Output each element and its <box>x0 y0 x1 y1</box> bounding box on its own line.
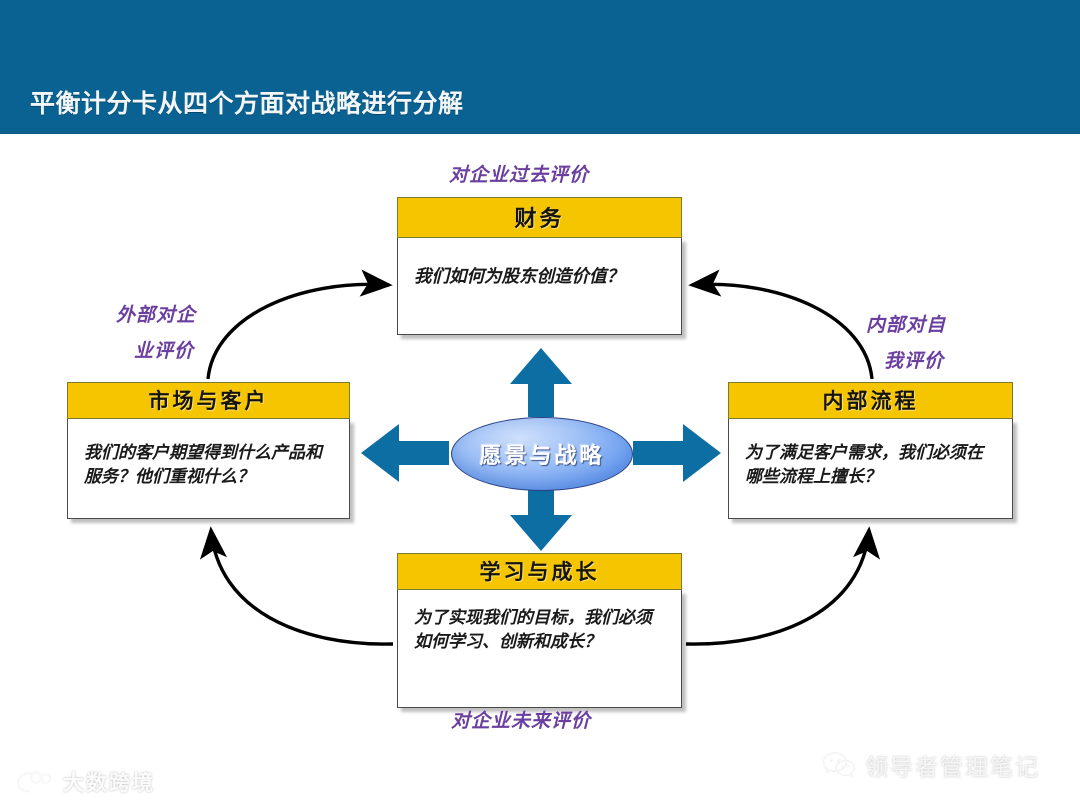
watermark-wechat-account: 领导者管理笔记 <box>822 748 1040 782</box>
perspective-title-customer: 市场与客户 <box>67 382 350 419</box>
watermark-left-text: 大数跨境 <box>63 772 155 795</box>
annotation-external-line2: 业评价 <box>134 341 195 362</box>
perspective-box-customer[interactable]: 市场与客户 我们的客户期望得到什么产品和服务？他们重视什么？ <box>67 382 350 519</box>
perspective-question-financial: 我们如何为股东创造价值？ <box>397 238 682 335</box>
perspective-title-internal-process: 内部流程 <box>728 382 1013 419</box>
annotation-future-evaluation: 对企业未来评价 <box>451 711 592 732</box>
annotation-internal-line1: 内部对自 <box>866 315 947 336</box>
perspective-box-financial[interactable]: 财务 我们如何为股东创造价值？ <box>397 197 682 335</box>
header-band <box>0 0 1080 131</box>
perspective-question-customer: 我们的客户期望得到什么产品和服务？他们重视什么？ <box>67 419 350 519</box>
header-divider <box>0 131 1080 134</box>
annotation-internal-evaluation: 内部对自 我评价 <box>866 310 946 373</box>
page-title: 平衡计分卡从四个方面对战略进行分解 <box>30 90 464 118</box>
annotation-external-evaluation: 外部对企 业评价 <box>116 300 196 363</box>
vision-strategy-label: 愿景与战略 <box>479 443 605 468</box>
perspective-box-internal-process[interactable]: 内部流程 为了满足客户需求，我们必须在哪些流程上擅长？ <box>728 382 1013 519</box>
vision-strategy-ellipse[interactable]: 愿景与战略 <box>451 417 633 491</box>
perspective-box-learning-growth[interactable]: 学习与成长 为了实现我们的目标，我们必须如何学习、创新和成长？ <box>397 553 682 708</box>
dashu-logo-icon <box>16 771 52 793</box>
perspective-question-internal-process: 为了满足客户需求，我们必须在哪些流程上擅长？ <box>728 419 1013 519</box>
annotation-internal-line2: 我评价 <box>884 351 945 372</box>
perspective-title-financial: 财务 <box>397 197 682 238</box>
annotation-past-evaluation: 对企业过去评价 <box>449 165 590 186</box>
annotation-external-line1: 外部对企 <box>116 305 197 326</box>
watermark-right-text: 领导者管理笔记 <box>865 754 1040 780</box>
perspective-question-learning-growth: 为了实现我们的目标，我们必须如何学习、创新和成长？ <box>397 590 682 708</box>
watermark-dashukuajing: 大数跨境 <box>16 767 155 797</box>
wechat-icon <box>822 752 856 778</box>
perspective-title-learning-growth: 学习与成长 <box>397 553 682 590</box>
